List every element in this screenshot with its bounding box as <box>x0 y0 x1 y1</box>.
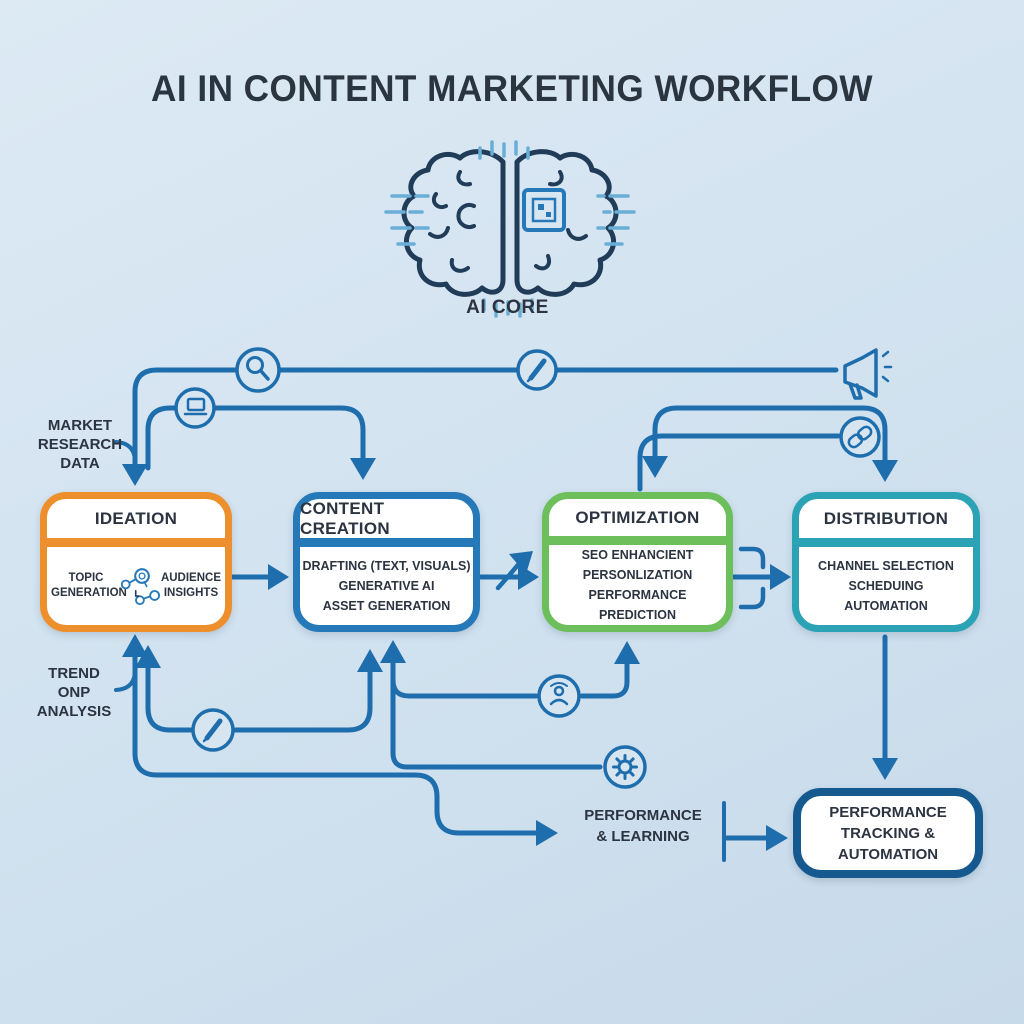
performance-tracking-box: PERFORMANCE TRACKING & AUTOMATION <box>793 788 983 878</box>
optimization-item-2: PERSONLIZATION <box>582 568 693 582</box>
page-title: AI IN CONTENT MARKETING WORKFLOW <box>150 68 874 109</box>
connector-link-line <box>637 433 841 492</box>
connector-top-second <box>145 405 366 471</box>
distribution-divider <box>799 538 973 547</box>
megaphone-icon <box>843 348 893 400</box>
topic-generation-label: TOPIC GENERATION <box>51 572 127 599</box>
distribution-item-2: SCHEDUING <box>848 579 924 593</box>
connector-audience-up <box>579 649 630 699</box>
ideation-divider <box>47 538 225 547</box>
connector-top-main <box>132 367 839 469</box>
optimization-box: OPTIMIZATION SEO ENHANCIENT PERSONLIZATI… <box>542 492 733 632</box>
connector-branch-audience <box>390 677 539 699</box>
idea-network-icon <box>121 568 161 606</box>
arrowheads <box>122 456 898 851</box>
market-research-label: MARKET RESEARCH DATA <box>28 416 132 473</box>
bracket-lower <box>738 586 766 610</box>
brain-chip-icon <box>384 140 636 318</box>
pencil-icon-top <box>516 349 558 391</box>
connector-market-research <box>114 440 137 462</box>
tracking-line-3: AUTOMATION <box>837 845 939 863</box>
market-research-line3: DATA <box>60 455 100 472</box>
search-icon <box>235 347 281 393</box>
distribution-title: DISTRIBUTION <box>823 508 949 528</box>
laptop-icon <box>174 387 216 429</box>
market-research-line2: RESEARCH <box>37 436 123 453</box>
gear-icon <box>603 745 647 789</box>
audience-insights-label: AUDIENCE INSIGHTS <box>160 572 221 599</box>
tracking-line-2: TRACKING & <box>840 824 936 842</box>
optimization-divider <box>549 536 726 545</box>
tracking-line-1: PERFORMANCE <box>829 803 947 821</box>
connector-branch-main <box>390 648 603 770</box>
content-item-2: GENERATIVE AI <box>338 579 435 593</box>
performance-learning-line2: & LEARNING <box>596 828 690 845</box>
audience-icon <box>537 674 581 718</box>
trend-analysis-label: TREND ONP ANALYSIS <box>22 664 126 721</box>
content-creation-divider <box>300 538 473 547</box>
content-creation-box: CONTENT CREATION DRAFTING (TEXT, VISUALS… <box>293 492 480 632</box>
trend-line1: TREND <box>48 665 100 682</box>
optimization-item-1: SEO ENHANCIENT <box>581 548 694 562</box>
content-item-3: ASSET GENERATION <box>322 599 451 613</box>
market-research-line1: MARKET <box>47 417 113 434</box>
content-creation-title: CONTENT CREATION <box>300 498 390 538</box>
connector-pencil-loop <box>145 651 373 733</box>
line-icons <box>174 347 893 789</box>
distribution-item-1: CHANNEL SELECTION <box>818 559 954 573</box>
distribution-box: DISTRIBUTION CHANNEL SELECTION SCHEDUING… <box>792 492 980 632</box>
performance-learning-label: PERFORMANCE & LEARNING <box>568 805 718 847</box>
ideation-box: IDEATION TOPIC GENERATION AUDIENCE INSIG… <box>40 492 232 632</box>
trend-line3: ANALYSIS <box>36 703 112 720</box>
pencil-icon-bottom <box>191 708 235 752</box>
trend-line2: ONP <box>57 684 91 701</box>
performance-learning-line1: PERFORMANCE <box>584 807 702 824</box>
ai-core-label: AI CORE <box>466 297 549 318</box>
link-icon <box>839 416 881 458</box>
bracket-upper <box>738 546 766 570</box>
optimization-item-3: PERFORMANCE PREDICTION <box>588 588 687 622</box>
content-item-1: DRAFTING (TEXT, VISUALS) <box>302 559 471 573</box>
brain-dashes <box>384 140 636 318</box>
connector-feedback-loop <box>132 640 541 836</box>
optimization-title: OPTIMIZATION <box>575 507 700 527</box>
ideation-title: IDEATION <box>94 508 178 528</box>
connector-top-right <box>652 405 888 465</box>
distribution-item-3: AUTOMATION <box>844 599 928 613</box>
